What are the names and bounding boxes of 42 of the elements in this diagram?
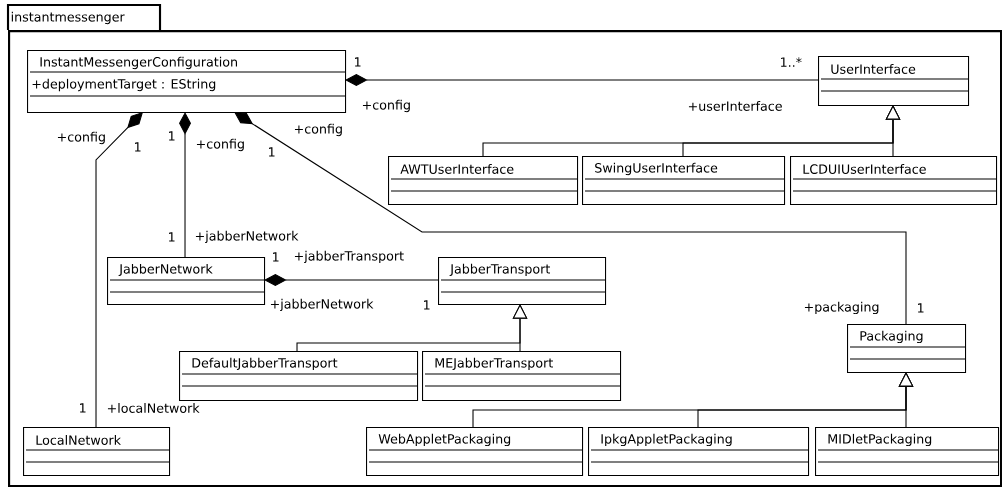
multiplicity-label: 1 [918,303,924,313]
composition-line [264,274,439,286]
class-box: IpkgAppletPackaging [588,427,810,477]
multiplicity-label: 1 [269,147,275,157]
multiplicity-label: 1 [424,300,430,310]
multiplicity-label: 1 [169,232,175,242]
class-box: SwingUserInterface [582,156,786,206]
class-box: UserInterface [818,56,970,107]
multiplicity-label: 1 [80,403,86,413]
node-label: instantmessenger [11,11,125,25]
role-label: +userInterface [688,101,782,111]
multiplicity-label: 1 [273,252,279,262]
composition-line [234,112,907,325]
composition-line [345,74,819,86]
generalization-arrow [898,372,914,428]
role-label: +config [57,131,105,145]
class-box: LocalNetwork [23,427,171,477]
class-box: Packaging [847,324,967,374]
class-box: MIDletPackaging [815,427,1000,477]
role-label: +packaging [804,301,879,315]
role-label: +jabberNetwork [195,230,299,244]
role-label: +config [362,99,410,113]
class-box: WebAppletPackaging [366,427,584,477]
multiplicity-label: 1 [169,131,175,141]
multiplicity-label: 1..* [781,57,802,67]
role-label: +jabberNetwork [270,298,374,312]
multiplicity-label: 1 [135,142,141,152]
generalization-arrow [512,304,528,352]
class-box: InstantMessengerConfiguration +deploymentTarget : EString [27,50,347,114]
class-box: JabberNetwork [107,257,266,306]
composition-line [179,112,191,258]
role-label: +config [196,138,244,152]
class-box: JabberTransport [438,257,607,306]
class-box: MEJabberTransport [422,351,622,402]
role-label: +localNetwork [107,403,200,413]
composition-line [95,112,143,428]
class-box: DefaultJabberTransport [179,351,419,402]
class-box: LCDUIUserInterface [790,156,998,206]
class-box: AWTUserInterface [388,156,579,206]
role-label: +config [294,123,342,137]
role-label: +jabberTransport [294,250,404,264]
generalization-arrow [885,105,901,157]
